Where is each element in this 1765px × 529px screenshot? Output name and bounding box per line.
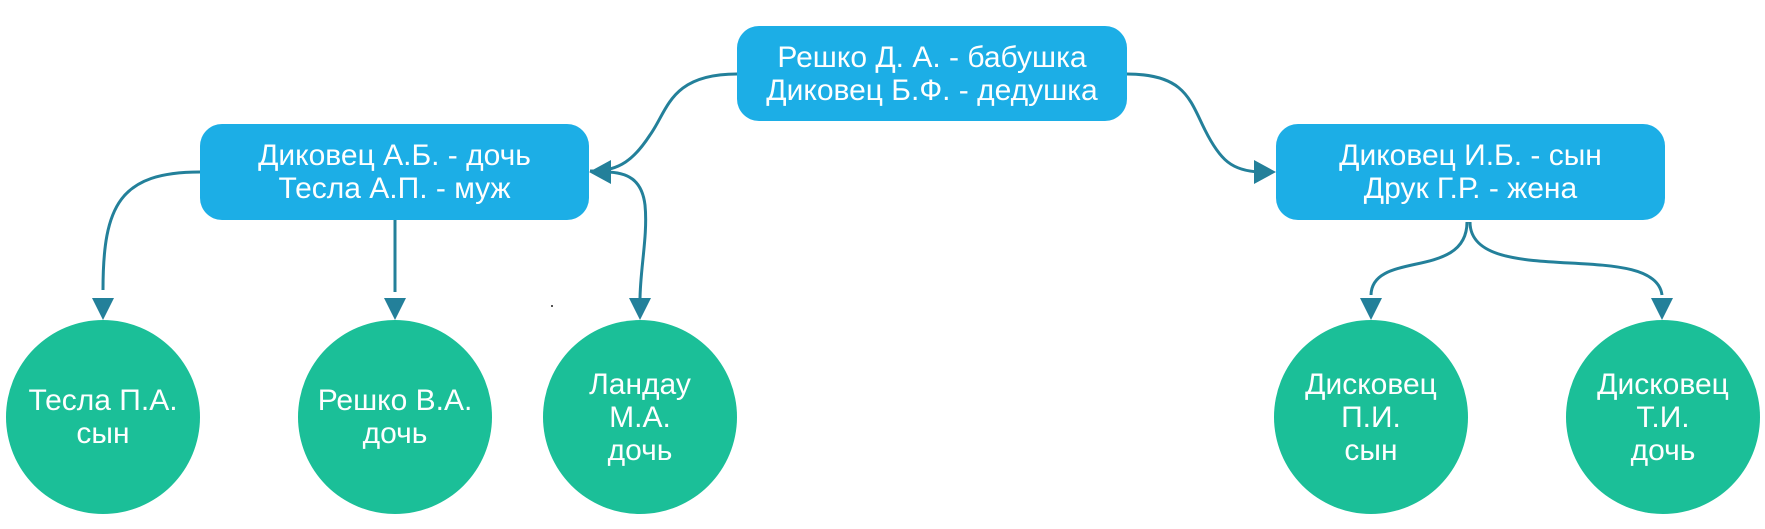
- node-child-diskovets-p-line2: П.И.: [1341, 400, 1401, 434]
- node-son-family-line1: Диковец И.Б. - сын: [1339, 139, 1602, 172]
- node-child-landau-line1: Ландау: [589, 367, 691, 401]
- node-grandparents-line1: Решко Д. А. - бабушка: [777, 40, 1087, 74]
- node-son-family-line2: Друк Г.Р. - жена: [1363, 172, 1578, 205]
- node-grandparents-line2: Диковец Б.Ф. - дедушка: [766, 73, 1098, 107]
- connector-son-family-to-diskovets-p: [1369, 221, 1469, 296]
- node-child-diskovets-t-line3: дочь: [1630, 433, 1696, 467]
- connector-daughter-family-to-tesla: [101, 170, 201, 291]
- node-child-diskovets-p-line3: сын: [1344, 433, 1398, 467]
- node-child-tesla[interactable]: Тесла П.А. сын: [6, 320, 200, 514]
- arrowhead-landau: [629, 298, 651, 320]
- node-child-diskovets-t-line2: Т.И.: [1636, 400, 1690, 434]
- arrowhead-tesla: [92, 298, 114, 320]
- arrowhead-daughter-family-left: [589, 160, 611, 184]
- connector-son-family-to-diskovets-t: [1468, 221, 1664, 296]
- arrowhead-diskovets-p: [1360, 298, 1382, 320]
- node-child-tesla-line2: сын: [76, 417, 130, 450]
- arrowhead-reshko: [384, 298, 406, 320]
- arrowhead-son-family: [1254, 160, 1276, 184]
- node-child-diskovets-t[interactable]: Дисковец Т.И. дочь: [1566, 320, 1760, 514]
- node-child-landau-line2: М.А.: [609, 400, 671, 434]
- node-child-diskovets-p-line1: Дисковец: [1305, 367, 1437, 401]
- node-grandparents[interactable]: Решко Д. А. - бабушка Диковец Б.Ф. - дед…: [737, 26, 1127, 121]
- node-daughter-family[interactable]: Диковец А.Б. - дочь Тесла А.П. - муж: [200, 124, 589, 220]
- connector-landau-to-daughter-family: [604, 170, 648, 301]
- node-child-reshko-line1: Решко В.А.: [317, 384, 473, 417]
- stray-dot: [551, 305, 553, 307]
- arrowhead-diskovets-t: [1651, 298, 1673, 320]
- connector-grandparents-to-son-family: [1126, 72, 1261, 174]
- connector-grandparents-to-daughter-family: [589, 72, 738, 173]
- node-son-family[interactable]: Диковец И.Б. - сын Друк Г.Р. - жена: [1276, 124, 1665, 220]
- node-child-reshko-line2: дочь: [362, 417, 428, 450]
- node-child-diskovets-p[interactable]: Дисковец П.И. сын: [1274, 320, 1468, 514]
- node-child-landau-line3: дочь: [607, 433, 673, 467]
- node-daughter-family-line1: Диковец А.Б. - дочь: [258, 139, 531, 172]
- node-child-landau[interactable]: Ландау М.А. дочь: [543, 320, 737, 514]
- node-child-diskovets-t-line1: Дисковец: [1597, 367, 1729, 401]
- node-child-tesla-line1: Тесла П.А.: [28, 384, 178, 417]
- node-child-reshko[interactable]: Решко В.А. дочь: [298, 320, 492, 514]
- node-daughter-family-line2: Тесла А.П. - муж: [278, 172, 511, 205]
